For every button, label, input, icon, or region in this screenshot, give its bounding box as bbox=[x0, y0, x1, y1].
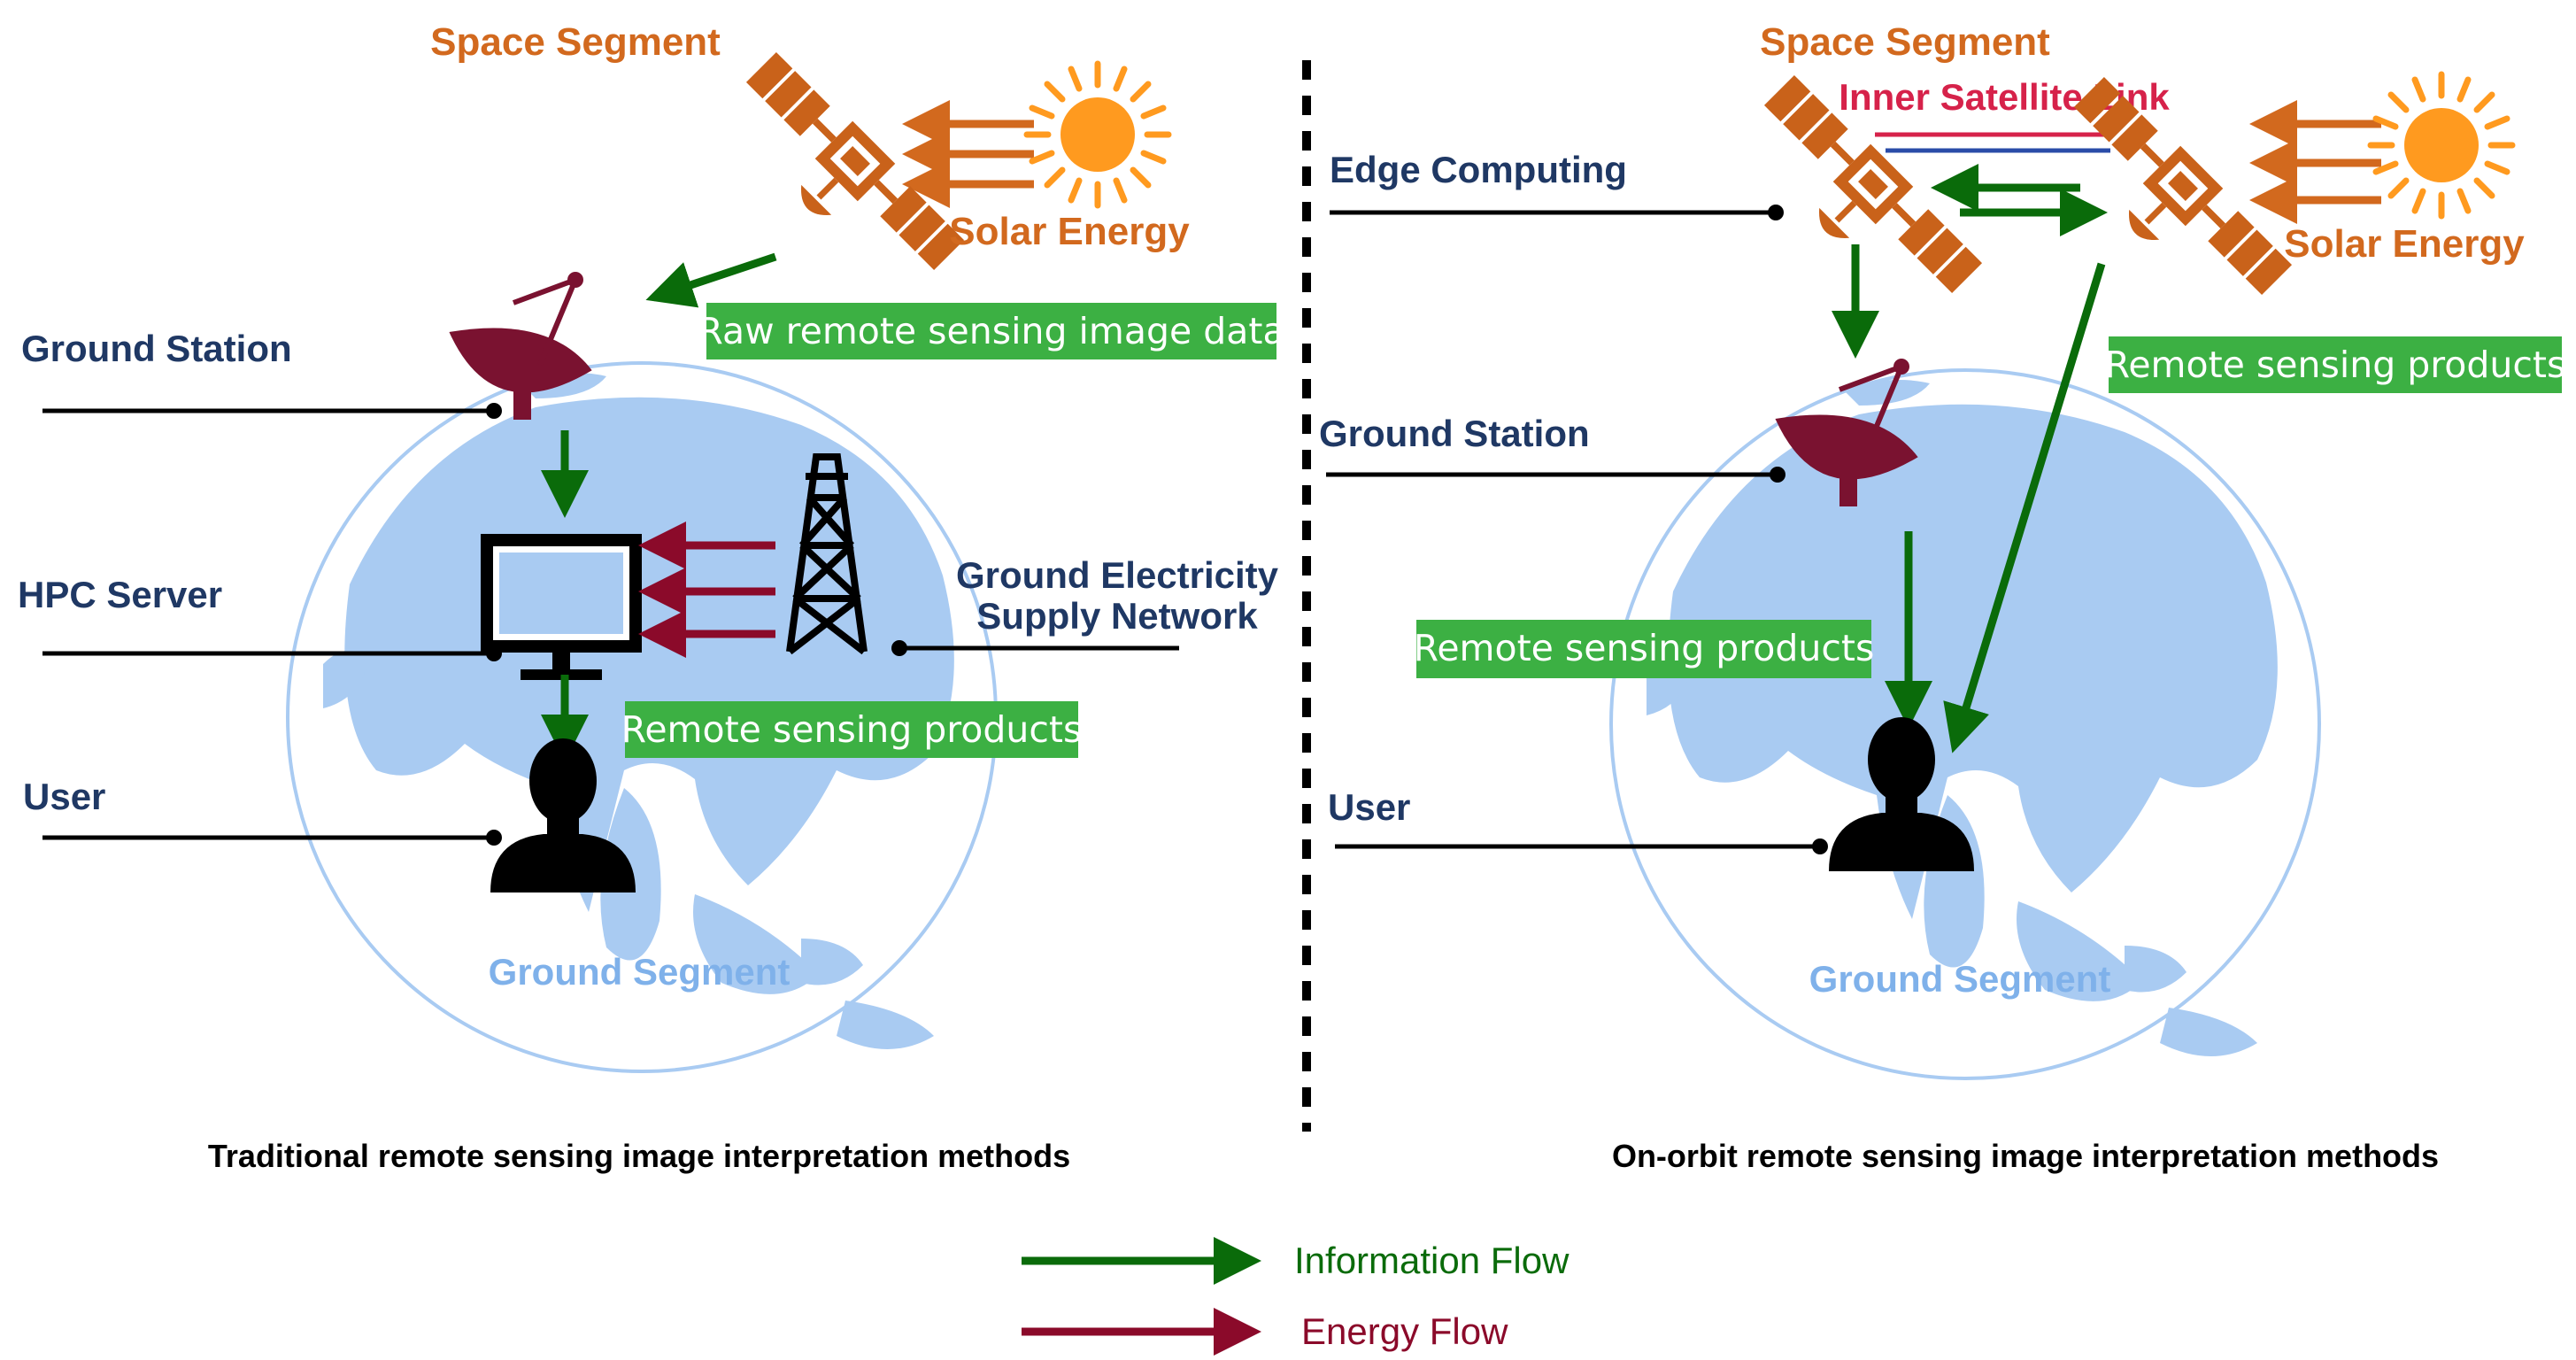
right-ground-segment-label: Ground Segment bbox=[1809, 958, 2111, 1000]
hpc-server-dot bbox=[486, 645, 502, 661]
raw-data-arrow bbox=[645, 252, 777, 308]
ground-energy-arrows bbox=[638, 522, 775, 658]
ground-electricity-label-line1: Ground Electricity bbox=[956, 554, 1279, 596]
right-solar-arrows bbox=[2249, 100, 2381, 224]
right-space-segment-label: Space Segment bbox=[1760, 20, 2050, 64]
right-products-box-mid bbox=[1416, 620, 1871, 678]
legend: Information Flow Energy Flow bbox=[1022, 1237, 1570, 1356]
sun-icon bbox=[1027, 64, 1168, 205]
right-products-box-top bbox=[2109, 336, 2562, 393]
left-ground-station-dot bbox=[486, 403, 502, 419]
legend-energy-label: Energy Flow bbox=[1301, 1310, 1508, 1352]
direct-products-arrow bbox=[1943, 262, 2106, 753]
left-solar-arrows bbox=[902, 100, 1034, 208]
right-ground-station-label: Ground Station bbox=[1319, 413, 1590, 454]
left-products-box bbox=[625, 701, 1078, 758]
right-products-box-mid-text: Remote sensing products bbox=[1414, 627, 1875, 669]
left-ground-station-label: Ground Station bbox=[21, 328, 292, 369]
right-caption: On-orbit remote sensing image interpreta… bbox=[1612, 1138, 2439, 1174]
legend-information-label: Information Flow bbox=[1294, 1240, 1570, 1281]
left-ground-segment-label: Ground Segment bbox=[489, 951, 791, 993]
edge-computing-label: Edge Computing bbox=[1330, 149, 1627, 190]
right-user-label: User bbox=[1328, 786, 1410, 828]
raw-data-box bbox=[706, 303, 1276, 359]
right-panel: Space Segment Inner Satellite Link Solar… bbox=[1319, 20, 2565, 1174]
right-user-dot bbox=[1812, 838, 1828, 854]
left-space-segment-label: Space Segment bbox=[430, 20, 721, 64]
left-caption: Traditional remote sensing image interpr… bbox=[208, 1138, 1070, 1174]
sun-icon bbox=[2371, 74, 2512, 216]
left-user-dot bbox=[486, 830, 502, 846]
edge-computing-dot bbox=[1768, 205, 1784, 220]
left-panel: Space Segment Solar Energy Raw remote se… bbox=[18, 20, 1285, 1174]
left-user-label: User bbox=[23, 776, 105, 817]
left-products-box-text: Remote sensing products bbox=[621, 708, 1083, 751]
ground-electricity-label-line2: Supply Network bbox=[976, 595, 1258, 637]
left-solar-energy-label: Solar Energy bbox=[949, 210, 1190, 253]
right-products-box-top-text: Remote sensing products bbox=[2105, 344, 2566, 386]
raw-data-box-text: Raw remote sensing image data bbox=[698, 310, 1284, 352]
right-solar-energy-label: Solar Energy bbox=[2284, 222, 2525, 266]
right-ground-station-dot bbox=[1770, 467, 1785, 483]
hpc-server-label: HPC Server bbox=[18, 574, 222, 615]
